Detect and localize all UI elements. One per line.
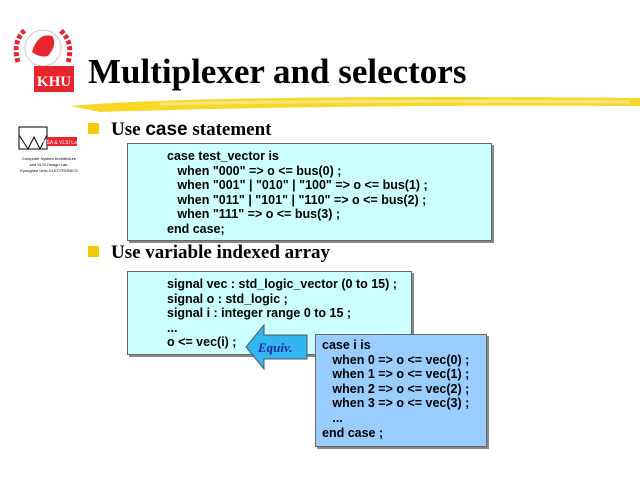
case-code: case test_vector is when "000" => o <= b… <box>128 144 491 237</box>
code-line: when 2 => o <= vec(2) ; <box>322 381 470 396</box>
bullet-variable-indexed-array: Use variable indexed array <box>88 242 330 264</box>
equiv-code-box: case i is when 0 => o <= vec(0) ; when 1… <box>315 334 487 447</box>
lab-logo: CSA & VLSI Lab. Computer System Architec… <box>18 126 81 173</box>
code-line: when "111" => o <= bus(3) ; <box>167 207 341 222</box>
code-line: ... <box>322 410 343 425</box>
svg-text:Kyunghee Univ. ELECTRONICS: Kyunghee Univ. ELECTRONICS <box>20 168 78 173</box>
bullet-square-icon <box>88 123 99 134</box>
code-line: when "011" | "101" | "110" => o <= bus(2… <box>167 192 427 207</box>
code-line: case test_vector is <box>167 149 279 163</box>
code-line: signal vec : std_logic_vector (0 to 15) … <box>167 277 397 291</box>
code-line: when "001" | "010" | "100" => o <= bus(1… <box>167 178 428 193</box>
code-line: o <= vec(i) ; <box>167 335 237 350</box>
bullet-case-statement: Use case statement <box>88 119 271 141</box>
equiv-code: case i is when 0 => o <= vec(0) ; when 1… <box>316 335 486 440</box>
case-code-box: case test_vector is when "000" => o <= b… <box>127 143 492 241</box>
equiv-label: Equiv. <box>258 340 293 355</box>
svg-text:and VLSI Design Lab.: and VLSI Design Lab. <box>30 162 69 167</box>
equiv-arrow <box>245 323 308 371</box>
slide-title: Multiplexer and selectors <box>88 52 467 91</box>
code-line: ... <box>167 320 178 335</box>
code-line: end case ; <box>322 425 384 440</box>
array-code: signal vec : std_logic_vector (0 to 15) … <box>128 272 411 350</box>
svg-text:CSA & VLSI Lab.: CSA & VLSI Lab. <box>43 140 81 146</box>
code-line: signal o : std_logic ; <box>167 291 288 306</box>
code-line: when 3 => o <= vec(3) ; <box>322 396 470 411</box>
code-line: when 0 => o <= vec(0) ; <box>322 352 470 367</box>
code-line: signal i : integer range 0 to 15 ; <box>167 306 352 321</box>
bullet-square-icon <box>88 246 99 257</box>
code-line: when 1 => o <= vec(1) ; <box>322 367 470 382</box>
khu-logo: KHU <box>13 28 74 92</box>
code-line: case i is <box>322 338 371 352</box>
title-underline-stroke <box>70 97 640 112</box>
code-line: end case; <box>167 221 225 236</box>
svg-text:KHU: KHU <box>37 74 71 90</box>
svg-text:Computer System Architecture: Computer System Architecture <box>22 156 77 161</box>
code-line: when "000" => o <= bus(0) ; <box>167 163 342 178</box>
